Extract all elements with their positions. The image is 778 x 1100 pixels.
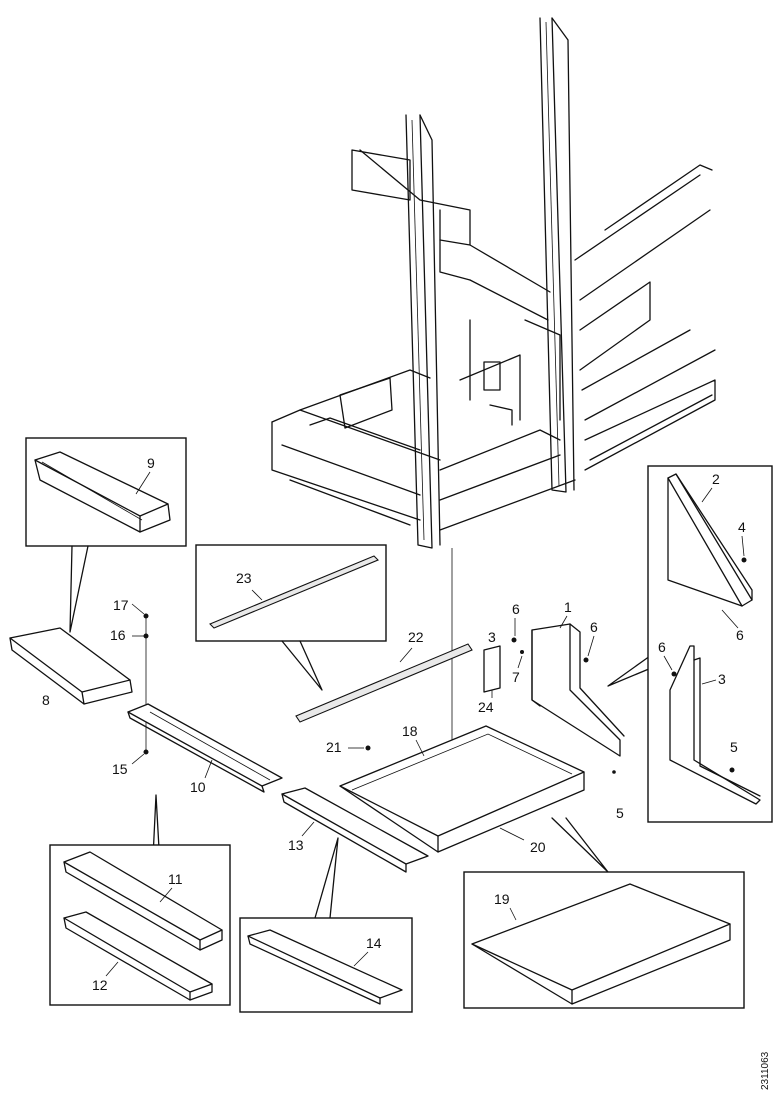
pointer-9 [69, 545, 89, 633]
detail-box-2-6: 2 4 6 6 3 5 [647, 465, 773, 823]
part-13: 13 [281, 787, 429, 873]
callout-18: 18 [402, 723, 418, 739]
callout-2: 2 [712, 471, 720, 487]
drawing-code: 2311063 [760, 1051, 771, 1090]
callout-22: 22 [408, 629, 424, 645]
parts-1-3-6-7-24: 1 6 3 6 7 24 5 [478, 599, 625, 821]
callout-19: 19 [494, 891, 510, 907]
callout-23: 23 [236, 570, 252, 586]
callout-6d: 6 [658, 639, 666, 655]
callout-21: 21 [326, 739, 342, 755]
callout-9: 9 [147, 455, 155, 471]
pointer-18 [551, 817, 609, 873]
callout-5b: 5 [616, 805, 624, 821]
callout-6c: 6 [736, 627, 744, 643]
detail-box-9: 9 [25, 437, 187, 547]
callout-7: 7 [512, 669, 520, 685]
part-22: 22 [295, 629, 473, 723]
callout-5a: 5 [730, 739, 738, 755]
pointer-13 [314, 837, 339, 919]
callout-17: 17 [113, 597, 129, 613]
callout-15: 15 [112, 761, 128, 777]
pointer-23 [281, 640, 323, 691]
callout-24: 24 [478, 699, 494, 715]
part-8: 8 [9, 627, 133, 708]
detail-box-19: 19 [463, 871, 745, 1009]
callout-13: 13 [288, 837, 304, 853]
callout-16: 16 [110, 627, 126, 643]
part-10: 10 [127, 703, 283, 795]
stud-group: 17 16 15 [110, 597, 149, 777]
callout-3a: 3 [488, 629, 496, 645]
callout-10: 10 [190, 779, 206, 795]
chassis-frame-assembly [271, 17, 716, 549]
part-18: 21 18 20 [326, 723, 585, 855]
callout-1: 1 [564, 599, 572, 615]
detail-box-14: 14 [239, 917, 413, 1013]
callout-6a: 6 [512, 601, 520, 617]
callout-8: 8 [42, 692, 50, 708]
callout-12: 12 [92, 977, 108, 993]
callout-20: 20 [530, 839, 546, 855]
detail-box-23: 23 [195, 544, 387, 642]
callout-14: 14 [366, 935, 382, 951]
callout-3b: 3 [718, 671, 726, 687]
callout-4: 4 [738, 519, 746, 535]
callout-11: 11 [168, 871, 183, 887]
detail-box-11-12: 11 12 [49, 844, 231, 1006]
callout-6b: 6 [590, 619, 598, 635]
